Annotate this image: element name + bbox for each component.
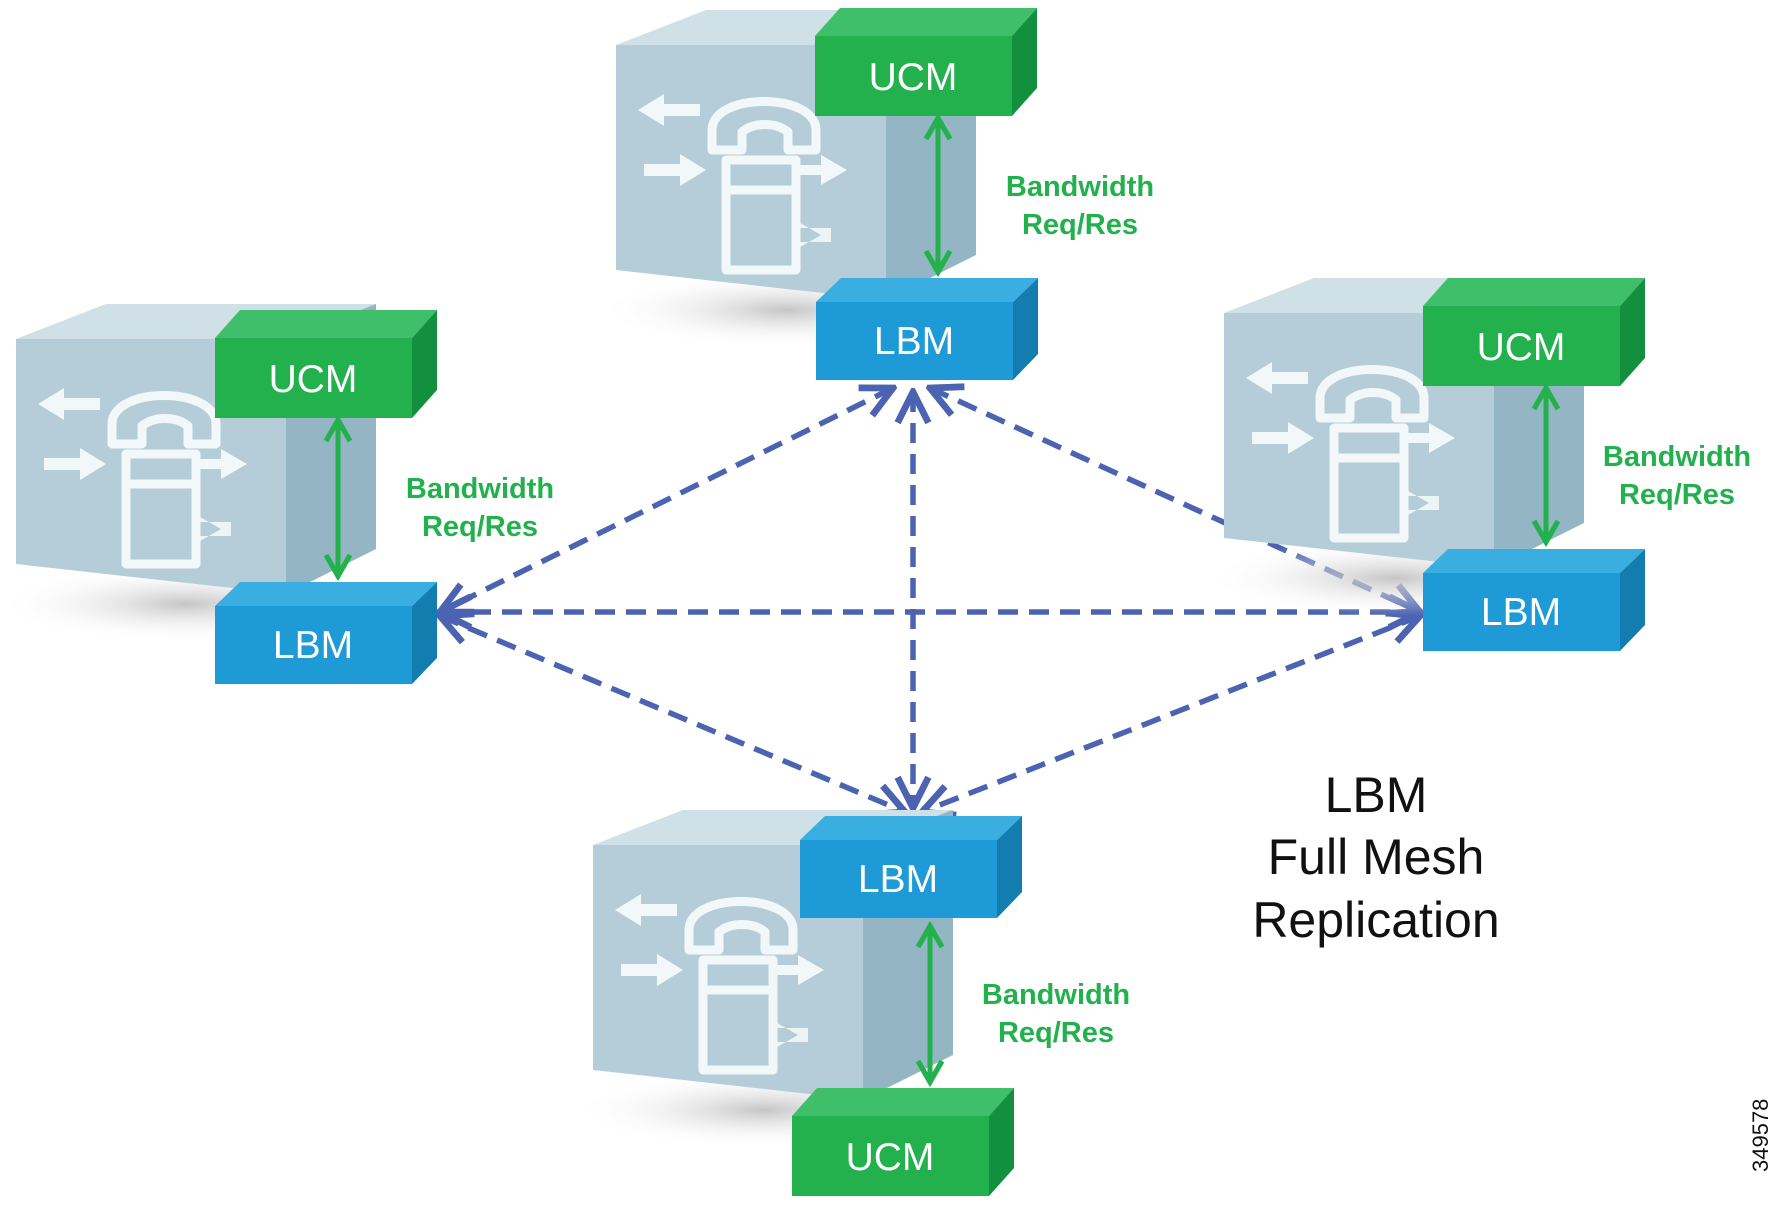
node-right: UCM Bandwidth Req/Res LBM (1204, 278, 1751, 651)
lbm-box-right: LBM (1423, 549, 1645, 651)
title-line-2: Full Mesh (1268, 829, 1485, 885)
ucm-box-left: UCM (215, 310, 437, 418)
ucm-label: UCM (846, 1136, 935, 1179)
ucm-box-right: UCM (1423, 278, 1645, 386)
ucm-box-bottom: UCM (792, 1088, 1014, 1196)
bandwidth-label-bottom-line2: Req/Res (998, 1017, 1114, 1049)
ucm-label: UCM (869, 56, 958, 99)
lbm-label: LBM (858, 858, 938, 901)
node-bottom: LBM Bandwidth Req/Res UCM (573, 810, 1130, 1196)
mesh-link-right-bottom (922, 616, 1420, 812)
ucm-label: UCM (1477, 326, 1566, 369)
diagram-title: LBM Full Mesh Replication (1252, 767, 1499, 948)
title-line-3: Replication (1252, 892, 1499, 948)
lbm-label: LBM (273, 624, 353, 667)
bandwidth-label-left-line1: Bandwidth (406, 473, 554, 505)
lbm-label: LBM (1481, 591, 1561, 634)
ucm-label: UCM (269, 358, 358, 401)
lbm-label: LBM (874, 320, 954, 363)
lbm-box-left: LBM (215, 582, 437, 684)
bandwidth-label-left-line2: Req/Res (422, 511, 538, 543)
bandwidth-label-bottom-line1: Bandwidth (982, 979, 1130, 1011)
bandwidth-label-right-line1: Bandwidth (1603, 441, 1751, 473)
node-top: UCM Bandwidth Req/Res LBM (596, 8, 1154, 380)
bandwidth-label-top-line2: Req/Res (1022, 209, 1138, 241)
figure-id: 349578 (1748, 1099, 1773, 1172)
lbm-box-bottom: LBM (800, 816, 1022, 918)
bandwidth-label-right-line2: Req/Res (1619, 479, 1735, 511)
bandwidth-label-top-line1: Bandwidth (1006, 171, 1154, 203)
ucm-box-top: UCM (815, 8, 1037, 116)
mesh-link-top-left (440, 388, 893, 612)
mesh-link-left-bottom (440, 616, 905, 812)
title-line-1: LBM (1325, 767, 1428, 823)
node-left: UCM Bandwidth Req/Res LBM (0, 304, 554, 684)
lbm-box-top: LBM (816, 278, 1038, 380)
